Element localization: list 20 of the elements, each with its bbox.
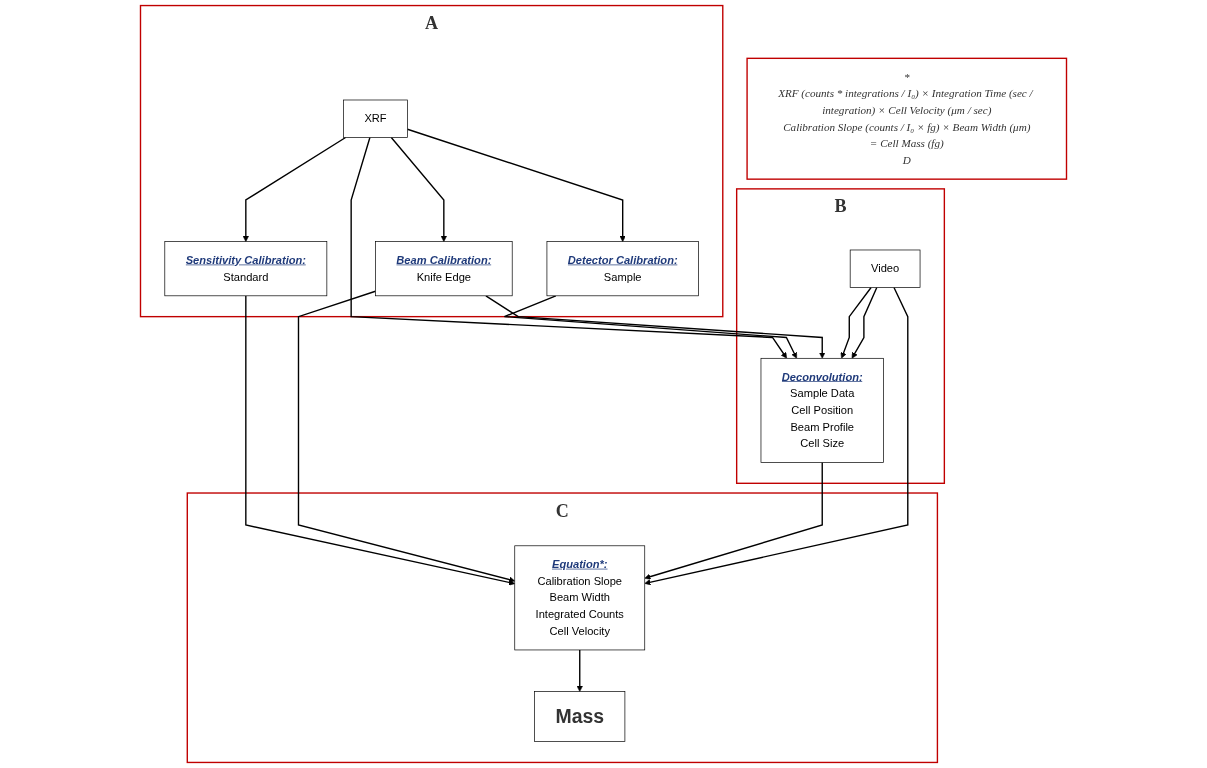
- node-box: Detector Calibration: Sample: [546, 241, 699, 297]
- node-box: Equation*: Calibration Slope Beam Width Integrated Counts Cell Velocity: [514, 545, 646, 651]
- arrow: [851, 286, 878, 359]
- arrow: [245, 295, 516, 586]
- arrow: [297, 290, 516, 583]
- node-box: Beam Calibration: Knife Edge: [375, 241, 513, 297]
- node-box: Deconvolution: Sample Data Cell Position Beam Profile Cell Size: [760, 357, 884, 463]
- node-box: Sensitivity Calibration: Standard: [164, 241, 328, 297]
- arrow: [350, 136, 787, 359]
- arrow: [390, 136, 447, 242]
- arrow: [644, 461, 823, 580]
- arrow: [840, 286, 872, 359]
- arrow: [644, 286, 909, 586]
- node-box: * XRF (counts * integrations / I₀) × Integration Time (sec / integration) × Cell Velocity (μm / sec) Calibration Slope (counts / I₀ × fg) × Beam Width (μm) = Cell Mass (fg) D: [746, 57, 1068, 180]
- node-box: Mass: [534, 691, 626, 742]
- node-box: Video: [849, 249, 921, 288]
- arrow: [242, 136, 347, 242]
- node-box: XRF: [343, 99, 408, 138]
- arrow: [406, 128, 626, 242]
- arrow: [576, 649, 583, 692]
